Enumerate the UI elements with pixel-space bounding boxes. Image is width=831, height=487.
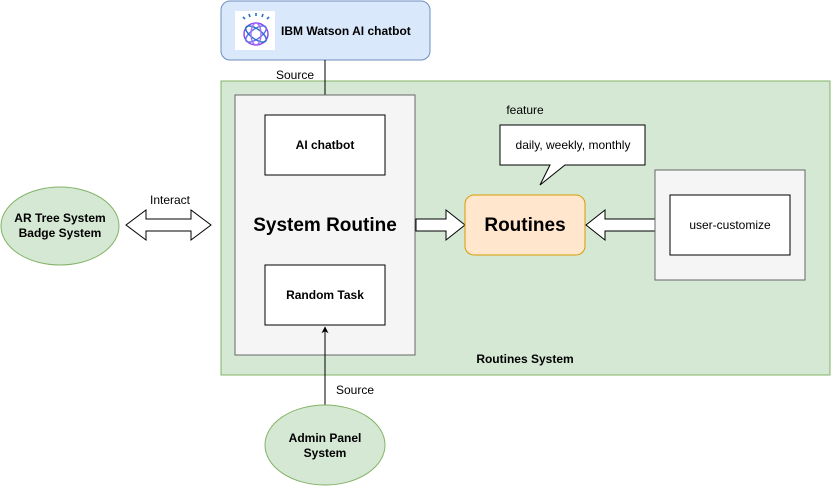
system-routine-label: System Routine [253,215,397,236]
ar-tree-label-line1: AR Tree System [14,211,105,225]
user-customize-container[interactable]: user-customize [654,169,806,281]
ibm-watson-logo-icon [235,11,275,50]
admin-panel-label-line2: System [304,446,347,460]
routines-label: Routines [484,215,565,236]
ai-chatbot-box[interactable]: AI chatbot [264,114,386,176]
admin-panel-node[interactable]: Admin Panel System [264,404,386,486]
ai-chatbot-label: AI chatbot [296,138,355,152]
feature-label: feature [506,103,544,117]
edge-interact-double-arrow: Interact [125,193,212,241]
routines-node[interactable]: Routines [464,194,586,256]
admin-panel-label-line1: Admin Panel [289,431,362,445]
edge-admin-to-random-task: Source [321,326,374,406]
feature-callout-label: daily, weekly, monthly [516,138,631,152]
ibm-watson-label: IBM Watson AI chatbot [281,24,411,38]
user-customize-box[interactable] [669,194,791,256]
feature-callout[interactable]: daily, weekly, monthly [499,124,646,186]
ar-tree-label-line2: Badge System [19,226,102,240]
edge-user-customize-to-routines [585,208,656,242]
edge-label-source-top: Source [276,68,314,82]
routines-system-label: Routines System [476,352,573,366]
random-task-label: Random Task [286,288,364,302]
edge-system-routine-to-routines [415,208,466,242]
edge-label-source-bottom: Source [336,383,374,397]
random-task-box[interactable]: Random Task [264,264,386,326]
user-customize-label: user-customize [689,218,771,232]
ibm-watson-node[interactable]: IBM Watson AI chatbot [220,0,431,61]
ar-tree-node[interactable]: AR Tree System Badge System [0,186,120,266]
edge-label-interact: Interact [150,193,191,207]
